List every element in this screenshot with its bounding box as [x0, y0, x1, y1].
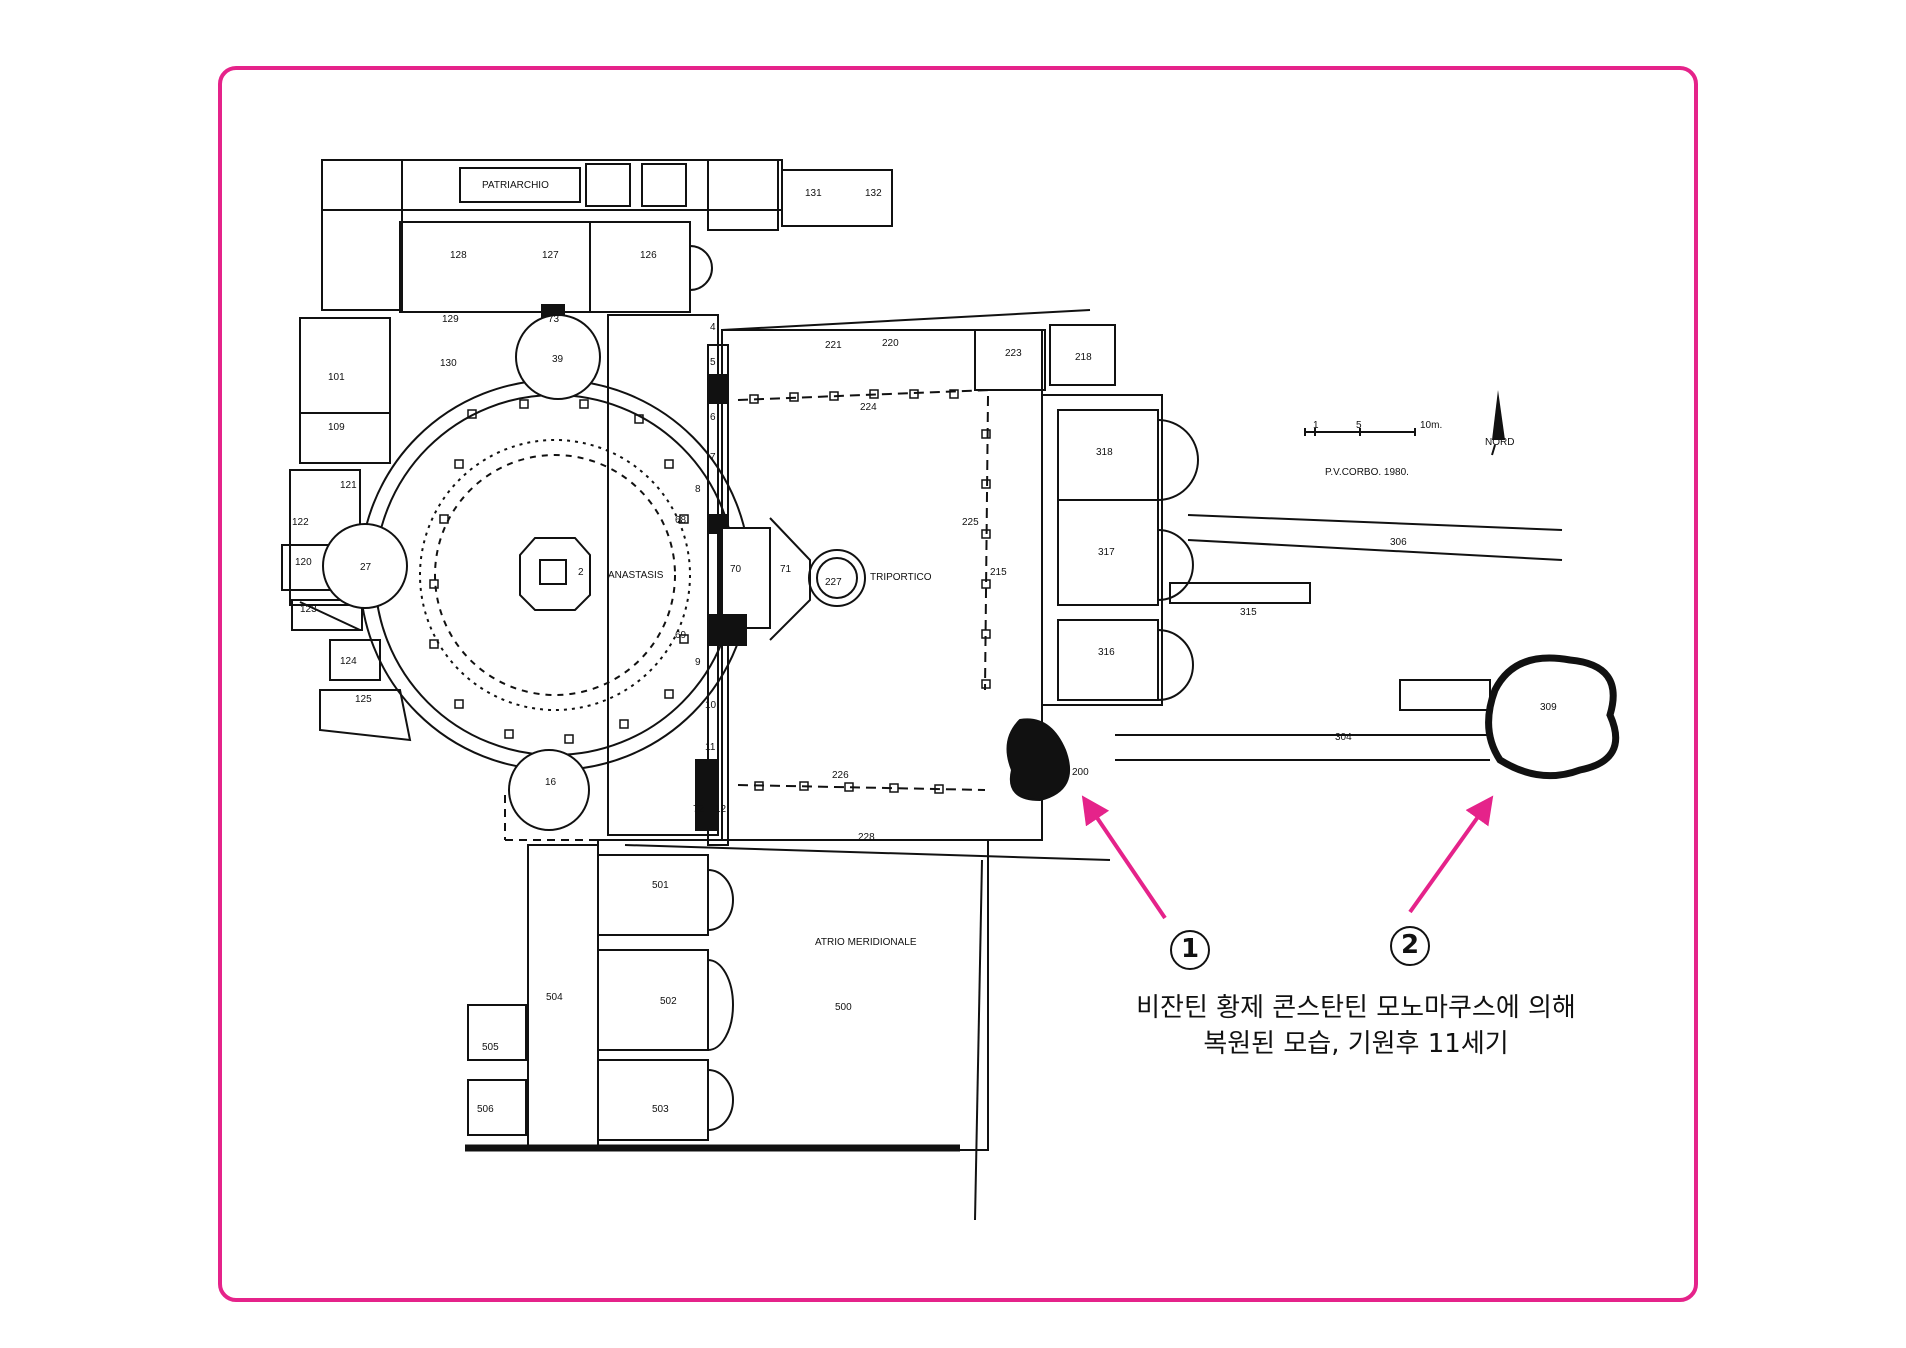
label-101: 101	[328, 372, 345, 383]
label-130: 130	[440, 358, 457, 369]
label-11: 11	[705, 742, 716, 753]
label-132: 132	[865, 188, 882, 199]
label-39: 39	[552, 354, 564, 365]
label-316: 316	[1098, 647, 1115, 658]
caption: 비잔틴 황제 콘스탄틴 모노마쿠스에 의해 복원된 모습, 기원후 11세기	[1086, 990, 1626, 1062]
plan-labels: PATRIARCHIO 131 132 128 127 126 129 73 1…	[292, 180, 1557, 1115]
label-9: 9	[695, 657, 701, 668]
label-109: 109	[328, 422, 345, 433]
label-72: 72	[693, 804, 705, 815]
label-69: 69	[675, 630, 687, 641]
label-500: 500	[835, 1002, 852, 1013]
label-304: 304	[1335, 732, 1352, 743]
label-228: 228	[858, 832, 875, 843]
label-nord: NORD	[1485, 437, 1514, 448]
label-16: 16	[545, 777, 557, 788]
north-arrow-tail	[1491, 444, 1496, 456]
label-309: 309	[1540, 702, 1557, 713]
label-200: 200	[1072, 767, 1089, 778]
label-221: 221	[825, 340, 842, 351]
label-triportico: TRIPORTICO	[870, 572, 932, 583]
label-504: 504	[546, 992, 563, 1003]
image-frame	[218, 66, 1698, 1302]
marker-2: 2	[1390, 926, 1430, 966]
arrow-1	[1081, 795, 1167, 920]
label-502: 502	[660, 996, 677, 1007]
label-123: 123	[300, 604, 317, 615]
label-4: 4	[710, 322, 716, 333]
label-12: 12	[715, 804, 727, 815]
caption-line-1: 비잔틴 황제 콘스탄틴 모노마쿠스에 의해	[1136, 993, 1576, 1023]
label-70: 70	[730, 564, 742, 575]
label-2: 2	[578, 567, 584, 578]
marker-1: 1	[1170, 930, 1210, 970]
label-5: 5	[710, 357, 716, 368]
label-120: 120	[295, 557, 312, 568]
label-218: 218	[1075, 352, 1092, 363]
label-126: 126	[640, 250, 657, 261]
label-68: 68	[675, 515, 687, 526]
label-317: 317	[1098, 547, 1115, 558]
label-318: 318	[1096, 447, 1113, 458]
label-227: 227	[825, 577, 842, 588]
label-226: 226	[832, 770, 849, 781]
label-128: 128	[450, 250, 467, 261]
label-315: 315	[1240, 607, 1257, 618]
label-127: 127	[542, 250, 559, 261]
label-122: 122	[292, 517, 309, 528]
label-27: 27	[360, 562, 372, 573]
label-223: 223	[1005, 348, 1022, 359]
label-125: 125	[355, 694, 372, 705]
label-121: 121	[340, 480, 357, 491]
label-patriarchio: PATRIARCHIO	[482, 180, 549, 191]
label-6: 6	[710, 412, 716, 423]
scale-label-1: 1	[1313, 420, 1319, 431]
label-503: 503	[652, 1104, 669, 1115]
north-arrow-icon	[1492, 390, 1505, 440]
label-atrio: ATRIO MERIDIONALE	[815, 937, 917, 948]
columns	[429, 389, 991, 794]
label-220: 220	[882, 338, 899, 349]
label-10: 10	[705, 700, 717, 711]
caption-line-2: 복원된 모습, 기원후 11세기	[1203, 1029, 1509, 1059]
label-224: 224	[860, 402, 877, 413]
label-506: 506	[477, 1104, 494, 1115]
label-129: 129	[442, 314, 459, 325]
label-215: 215	[990, 567, 1007, 578]
label-306: 306	[1390, 537, 1407, 548]
scale-label-5: 5	[1356, 420, 1362, 431]
label-8: 8	[695, 484, 701, 495]
label-7: 7	[710, 452, 716, 463]
label-anastasis: ANASTASIS	[608, 570, 664, 581]
label-73: 73	[548, 314, 560, 325]
label-131: 131	[805, 188, 822, 199]
scale-label-10: 10m.	[1420, 420, 1442, 431]
label-505: 505	[482, 1042, 499, 1053]
scale-bar	[1304, 428, 1416, 436]
label-225: 225	[962, 517, 979, 528]
plan-walls	[281, 159, 1620, 1221]
credit-label: P.V.CORBO. 1980.	[1325, 467, 1409, 478]
label-501: 501	[652, 880, 669, 891]
label-124: 124	[340, 656, 357, 667]
label-71: 71	[780, 564, 792, 575]
arrow-2	[1408, 795, 1494, 914]
